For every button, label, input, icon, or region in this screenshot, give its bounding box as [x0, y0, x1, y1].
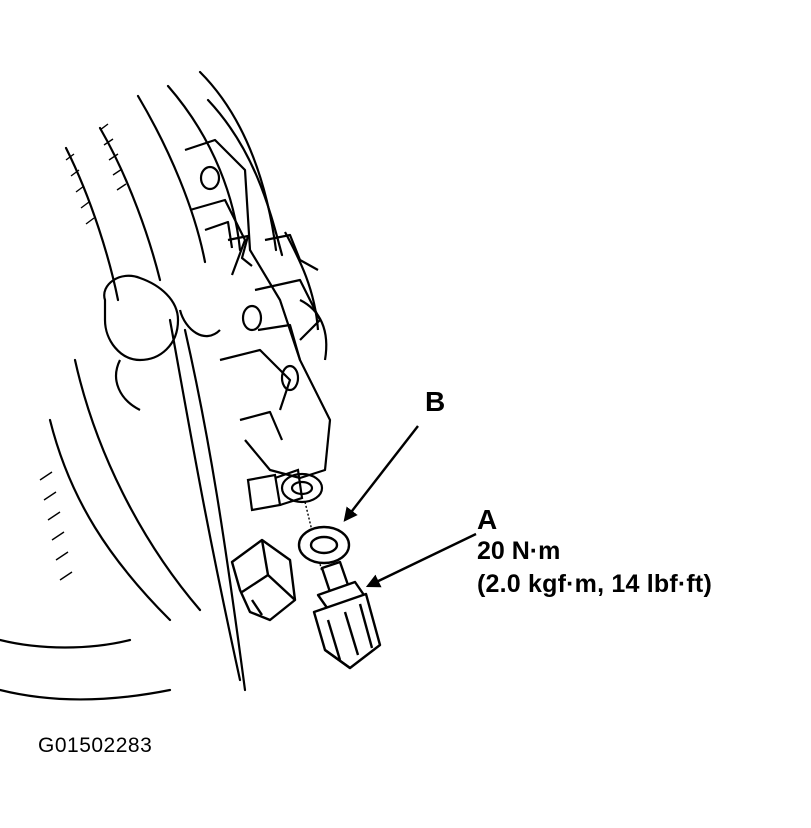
electrical-connector	[230, 538, 297, 622]
callout-b-arrow	[343, 425, 419, 522]
pressure-switch	[312, 560, 382, 670]
valve-body	[184, 138, 332, 480]
sensor-port	[280, 472, 324, 504]
hose-boot	[103, 274, 221, 411]
callout-b-label: B	[425, 386, 446, 417]
figure-id: G01502283	[38, 734, 153, 757]
callout-a-label: A	[477, 504, 498, 535]
torque-spec-alternate: (2.0 kgf·m, 14 lbf·ft)	[477, 570, 712, 598]
sealing-washer	[297, 525, 351, 565]
hose-lines	[0, 70, 284, 701]
bolt-head	[246, 468, 304, 512]
torque-spec-metric: 20 N·m	[477, 537, 561, 565]
callout-a-arrow	[365, 532, 477, 588]
housing-hatch	[39, 123, 127, 581]
